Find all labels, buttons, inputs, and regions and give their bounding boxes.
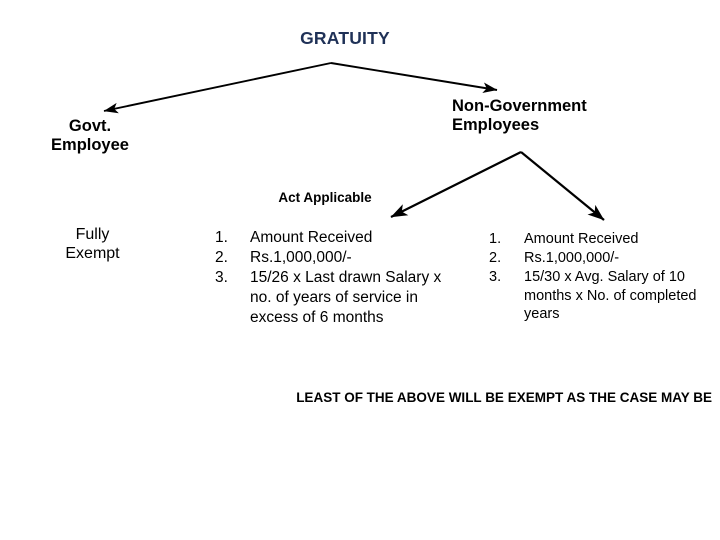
list-item: 3. 15/30 x Avg. Salary of 10 months x No… xyxy=(489,268,699,325)
list-item: 1. Amount Received xyxy=(489,230,699,249)
fully-exempt-label: Fully Exempt xyxy=(65,226,120,262)
arrow-nongovt-to-act-not-applicable xyxy=(520,151,605,221)
list-item-text: Amount Received xyxy=(524,231,639,247)
arrow-title-to-non-govt-employees xyxy=(330,62,498,93)
list-item-number: 3. xyxy=(215,268,228,286)
list-item-text: Rs.1,000,000/- xyxy=(250,248,352,266)
list-item-number: 1. xyxy=(215,229,228,246)
list-item-number: 2. xyxy=(489,249,502,266)
list-item-text: Rs.1,000,000/- xyxy=(524,249,620,266)
govt-employee-heading: Govt. Employee xyxy=(51,117,129,155)
act-not-applicable-list: 1. Amount Received 2. Rs.1,000,000/- 3. … xyxy=(489,230,699,324)
arrow-nongovt-to-act-applicable xyxy=(390,151,522,218)
list-item-number: 1. xyxy=(489,231,502,247)
page-title: GRATUITY xyxy=(300,28,390,48)
non-govt-employees-heading: Non-Government Employees xyxy=(452,97,587,135)
list-item-text: 15/30 x Avg. Salary of 10 months x No. o… xyxy=(524,268,697,323)
list-item-number: 2. xyxy=(215,248,228,266)
arrow-title-to-govt-employee xyxy=(103,62,332,114)
act-applicable-list: 1. Amount Received 2. Rs.1,000,000/- 3. … xyxy=(215,228,450,328)
list-item-number: 3. xyxy=(489,268,502,285)
list-item-text: 15/26 x Last drawn Salary x no. of years… xyxy=(250,268,442,326)
list-item: 2. Rs.1,000,000/- xyxy=(215,248,450,268)
footer-note: LEAST OF THE ABOVE WILL BE EXEMPT AS THE… xyxy=(296,390,712,405)
act-applicable-label: Act Applicable xyxy=(278,190,372,205)
list-item: 3. 15/26 x Last drawn Salary x no. of ye… xyxy=(215,268,450,328)
list-item: 2. Rs.1,000,000/- xyxy=(489,249,699,268)
list-item-text: Amount Received xyxy=(250,229,373,246)
list-item: 1. Amount Received xyxy=(215,228,450,248)
